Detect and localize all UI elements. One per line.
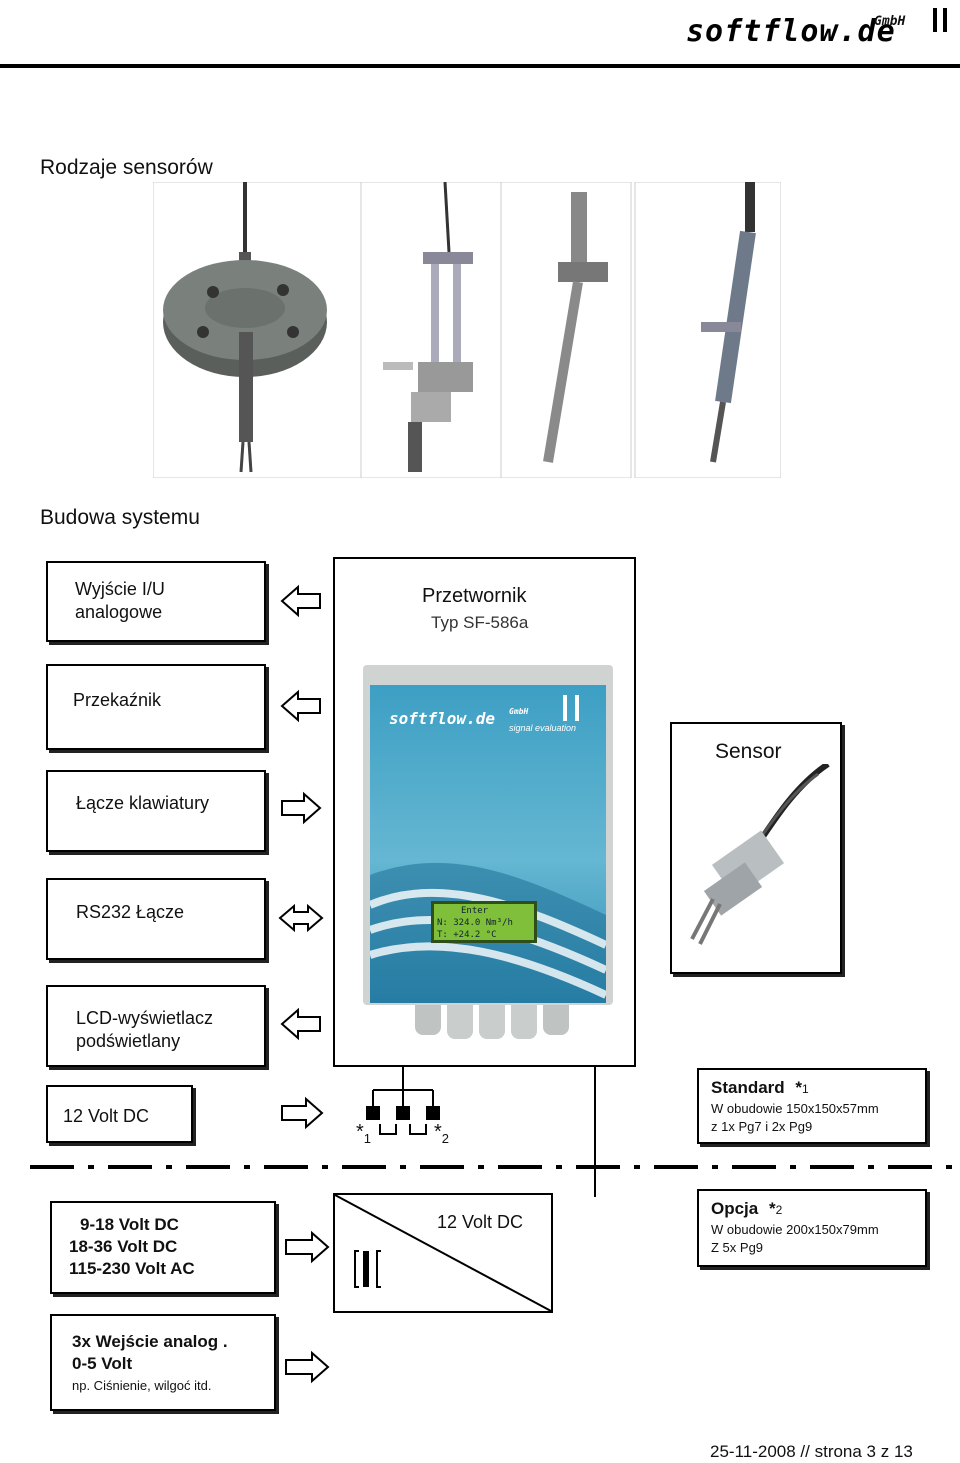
arrow-left-icon [280,1007,321,1041]
supply-line-2: 18-36 Volt DC [69,1237,178,1256]
analog-output-label-1: Wyjście I/U [75,579,165,599]
converter-title: Przetwornik [422,585,527,607]
supply-line-1: 9-18 Volt DC [80,1215,179,1234]
lcd-label-1: LCD-wyświetlacz [76,1008,214,1028]
option-title-text: Opcja [711,1199,759,1218]
transformer-icon [354,1250,381,1288]
option-marker: * [768,1199,776,1218]
system-title: Budowa systemu [40,506,200,529]
standard-line-2: z 1x Pg7 i 2x Pg9 [711,1119,813,1134]
sensor-box: Sensor [670,722,842,974]
lcd-box: LCD-wyświetlacz podświetlany [46,985,266,1067]
device-lcd: Enter N: 324.0 Nm³/h T: +24.2 °C [431,901,537,943]
psu-label: 12 Volt DC [437,1212,524,1232]
lcd-row-3: T: +24.2 °C [437,930,497,940]
standard-box: Standard *1 W obudowie 150x150x57mm z 1x… [697,1068,927,1144]
switch-diagram [366,1067,440,1135]
arrow-right-icon [285,1350,330,1384]
sensor-title: Sensor [715,740,782,763]
option-title: Opcja *2 [711,1199,782,1219]
standard-marker-sub: 1 [802,1082,809,1096]
device-tagline: signal evaluation [509,723,577,733]
sensor-photo [690,764,830,945]
arrow-right-icon [285,1230,330,1264]
supply-line-3: 115-230 Volt AC [69,1259,195,1278]
device-logo: softflow.de [389,709,495,728]
header-logo: softflow.de GmbH [686,14,926,54]
logo-bars-icon [933,8,951,32]
keyboard-label: Łącze klawiatury [76,793,210,813]
power-box: 12 Volt DC [46,1085,193,1143]
arrows-layer [278,584,324,1130]
converter-type: Typ SF-586a [431,613,529,632]
lcd-label-2: podświetlany [76,1031,181,1051]
switch-sub-2: 2 [441,1131,450,1146]
logo-text: softflow.de [686,14,896,49]
rs232-box: RS232 Łącze [46,878,266,960]
standard-marker: * [795,1078,803,1097]
analog-input-line-1: 3x Wejście analog . [72,1332,228,1351]
cable-glands [415,1005,575,1039]
option-box: Opcja *2 W obudowie 200x150x79mm Z 5x Pg… [697,1189,927,1267]
supply-box: 9-18 Volt DC 18-36 Volt DC 115-230 Volt … [50,1201,276,1294]
lcd-row-2: N: 324.0 Nm³/h [437,918,513,928]
option-marker-sub: 2 [775,1203,783,1217]
device-logo-suffix: GmbH [509,707,529,716]
option-line-2: Z 5x Pg9 [711,1240,764,1255]
switch-label-2: *2 [434,1121,449,1146]
arrow-right-icon [281,1096,324,1130]
switch-label-1: *1 [356,1121,371,1146]
converter-sensor-line [594,1067,596,1197]
logo-suffix: GmbH [874,14,906,29]
power-label: 12 Volt DC [63,1106,150,1126]
arrow-left-icon [280,584,321,618]
arrow-right-icon [281,791,322,825]
device-bars-icon [563,695,587,721]
relay-label: Przekaźnik [73,690,162,710]
analog-input-line-3: np. Ciśnienie, wilgoć itd. [72,1378,212,1393]
psu-box: 12 Volt DC [333,1193,553,1313]
analog-input-box: 3x Wejście analog . 0-5 Volt np. Ciśnien… [50,1314,276,1411]
sensor-types-title: Rodzaje sensorów [40,156,213,179]
option-line-1: W obudowie 200x150x79mm [711,1222,879,1237]
arrow-left-icon [280,689,321,723]
separator-line [30,1165,960,1169]
relay-box: Przekaźnik [46,664,266,750]
standard-title-text: Standard [711,1078,785,1097]
arrows-lower [285,1230,330,1384]
footer-page-info: 25-11-2008 // strona 3 z 13 [710,1442,913,1461]
switch-star-2: * [434,1121,442,1143]
analog-input-line-2: 0-5 Volt [72,1354,133,1373]
standard-line-1: W obudowie 150x150x57mm [711,1101,879,1116]
header-rule [0,64,960,68]
lcd-row-1: Enter [461,906,489,916]
analog-output-box: Wyjście I/U analogowe [46,561,266,642]
standard-title: Standard *1 [711,1078,809,1098]
analog-output-label-2: analogowe [75,602,163,622]
keyboard-box: Łącze klawiatury [46,770,266,852]
arrow-double-icon [278,903,324,933]
converter-device: softflow.de GmbH signal evaluation Enter… [363,665,613,1005]
switch-star-1: * [356,1121,364,1143]
converter-box: Przetwornik Typ SF-586a softflow.de GmbH… [333,557,636,1067]
switch-sub-1: 1 [363,1131,372,1146]
sensor-photo-strip [152,181,782,479]
rs232-label: RS232 Łącze [76,902,185,922]
